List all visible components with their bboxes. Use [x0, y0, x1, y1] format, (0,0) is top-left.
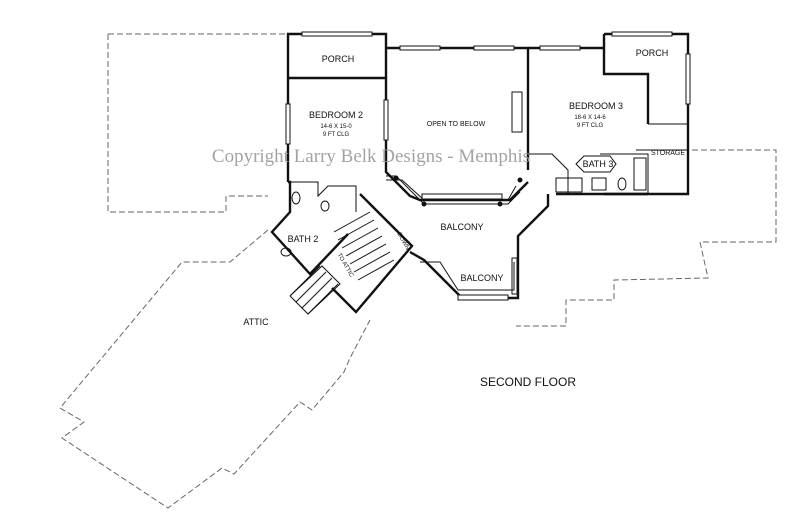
balcony-rail [386, 175, 523, 291]
bedroom3-size: 18-6 X 14-6 [574, 115, 606, 121]
bedroom2-label: BEDROOM 2 [309, 110, 363, 120]
bedroom2-ceiling: 9 FT CLG [323, 132, 350, 138]
balcony-upper-label: BALCONY [440, 222, 483, 232]
roof-outline [59, 33, 777, 509]
open-to-below-label: OPEN TO BELOW [427, 121, 486, 128]
storage-label: STORAGE [651, 150, 685, 157]
stair-to-attic-label: TO ATTIC [336, 253, 355, 279]
fixtures [280, 157, 647, 257]
attic-label: ATTIC [243, 317, 269, 327]
bedroom3-label: BEDROOM 3 [569, 101, 623, 111]
interior-walls [290, 123, 688, 212]
bath2-label: BATH 2 [288, 234, 319, 244]
bedroom3-ceiling: 9 FT CLG [577, 123, 604, 129]
porch-right-label: PORCH [636, 48, 669, 58]
bath3-label: BATH 3 [583, 159, 614, 169]
plan-title: SECOND FLOOR [480, 375, 576, 389]
balcony-lower-label: BALCONY [460, 273, 503, 283]
stairs [289, 211, 395, 315]
copyright-watermark: Copyright Larry Belk Designs - Memphis [212, 146, 530, 167]
bedroom2-size: 14-6 X 15-0 [320, 124, 352, 130]
bath3-tag [575, 155, 617, 173]
porch-left-label: PORCH [322, 54, 355, 64]
windows [285, 31, 691, 301]
exterior-walls [270, 32, 690, 314]
